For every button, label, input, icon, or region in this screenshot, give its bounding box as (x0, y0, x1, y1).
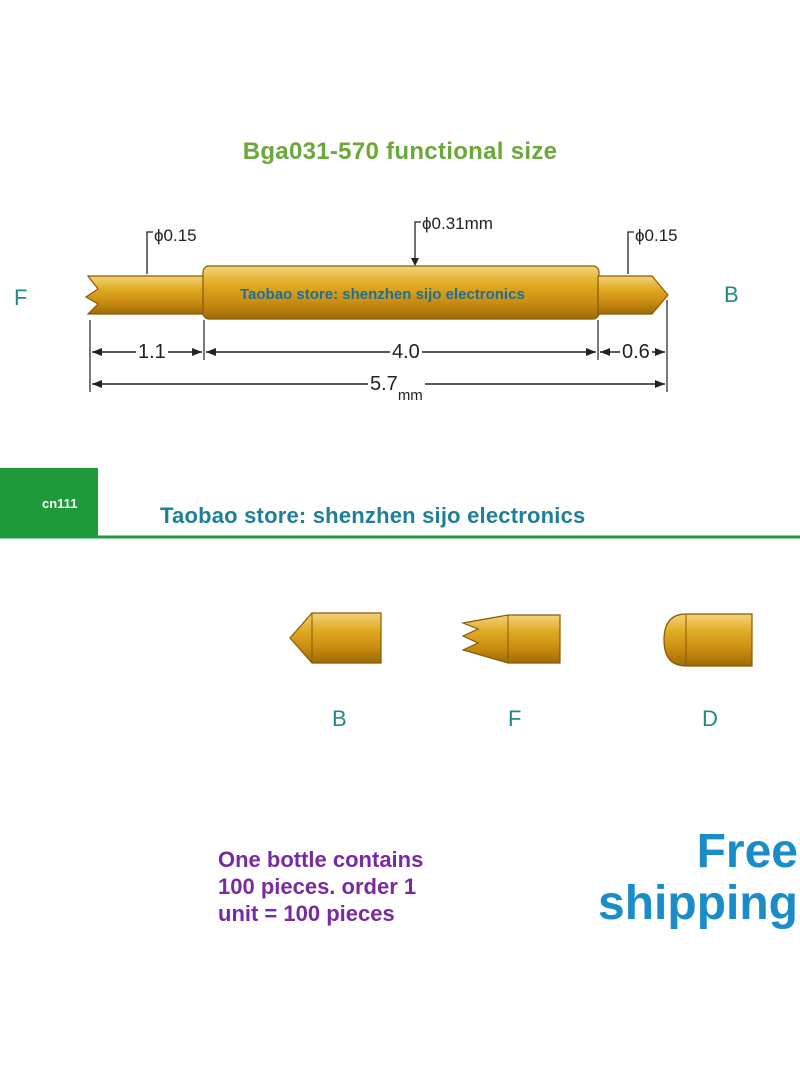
free-shipping-line-1: Free (696, 825, 798, 878)
center-diameter-leader (414, 221, 421, 262)
right-plunger (597, 275, 669, 315)
tip-b-shape (289, 612, 382, 664)
free-shipping-line-2: shipping (598, 877, 798, 930)
extension-lines (89, 300, 668, 392)
green-badge-text: cn111 (42, 496, 78, 511)
right-end-label: B (724, 282, 739, 307)
bottle-line-2: 100 pieces. order 1 (218, 874, 417, 899)
dim-left-label: 1.1 (136, 341, 168, 364)
right-diameter-leader (627, 231, 634, 274)
left-end-label: F (14, 285, 28, 310)
dimension-arrows (92, 348, 665, 388)
bottle-info: One bottle contains 100 pieces. order 1 … (218, 846, 423, 927)
left-plunger (84, 275, 205, 315)
free-shipping: Free shipping (598, 826, 798, 930)
tip-b-label: B (332, 706, 347, 731)
dim-center-label: 4.0 (390, 341, 422, 364)
store-banner-text: Taobao store: shenzhen sijo electronics (160, 503, 586, 528)
center-diameter-label: ϕ0.31mm (422, 214, 493, 233)
dim-total-value: 5.7 (370, 373, 398, 395)
diagram-title: Bga031-570 functional size (242, 138, 558, 165)
tip-d-shape (663, 613, 753, 667)
bottle-line-1: One bottle contains (218, 847, 424, 872)
left-diameter-leader (146, 231, 153, 274)
dim-total-unit: mm (397, 387, 423, 404)
tip-d-label: D (702, 706, 718, 731)
barrel-store-watermark: Taobao store: shenzhen sijo electronics (240, 286, 525, 303)
left-diameter-label: ϕ0.15 (154, 226, 197, 245)
dim-right-label: 0.6 (620, 341, 652, 364)
green-badge: cn111 (0, 468, 98, 538)
center-diameter-arrow (411, 258, 419, 266)
bottle-line-3: unit = 100 pieces (218, 901, 395, 926)
tip-f-label: F (508, 706, 522, 731)
dim-total-label: 5.7mm (368, 373, 425, 404)
right-diameter-label: ϕ0.15 (635, 226, 678, 245)
tip-f-shape (460, 614, 561, 664)
